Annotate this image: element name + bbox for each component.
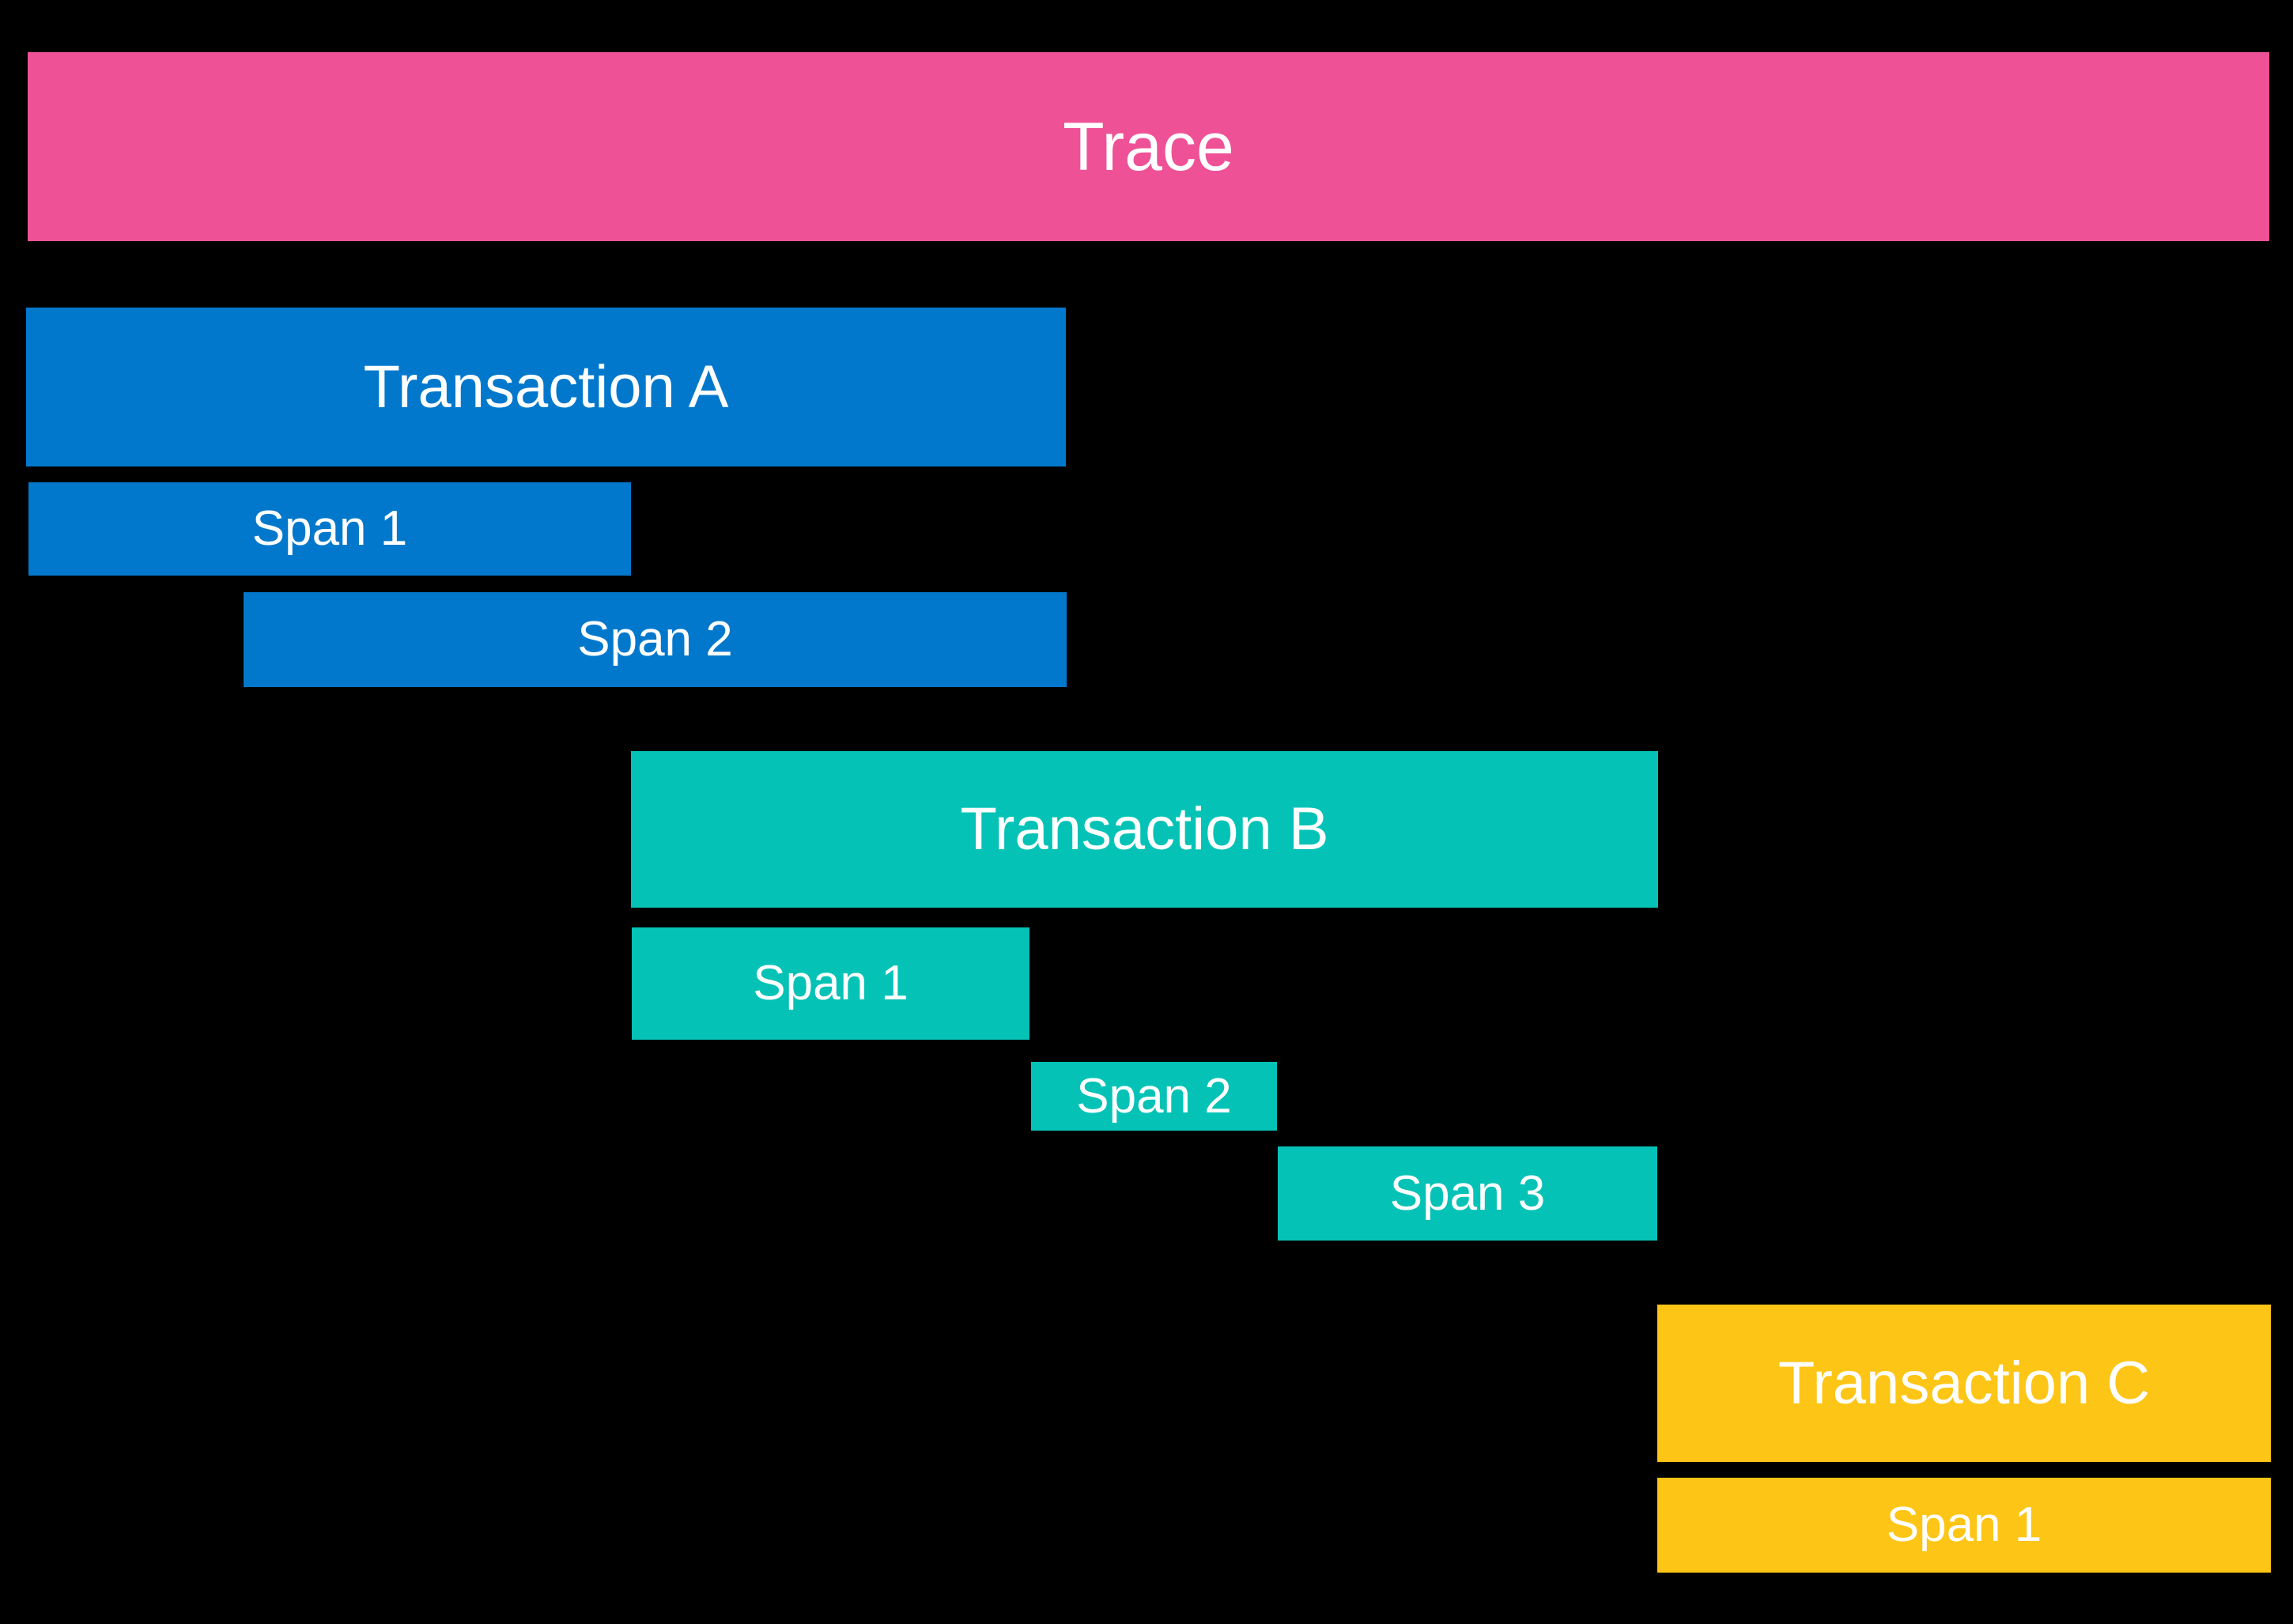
transaction-a-span-2-bar[interactable]: Span 2 (244, 592, 1067, 687)
transaction-a-span-2-label: Span 2 (577, 612, 733, 667)
trace-bar-label: Trace (1063, 108, 1234, 185)
transaction-b-span-1-label: Span 1 (753, 956, 909, 1010)
transaction-a-span-1-label: Span 1 (251, 501, 408, 556)
transaction-b-span-2-bar[interactable]: Span 2 (1031, 1062, 1277, 1131)
transaction-c-bar[interactable]: Transaction C (1657, 1305, 2271, 1462)
transaction-b-label: Transaction B (960, 795, 1329, 863)
transaction-b-bar[interactable]: Transaction B (631, 751, 1658, 908)
transaction-c-label: Transaction C (1777, 1349, 2151, 1417)
transaction-c-span-1-bar[interactable]: Span 1 (1657, 1478, 2271, 1573)
transaction-b-span-1-bar[interactable]: Span 1 (632, 927, 1029, 1040)
transaction-a-bar[interactable]: Transaction A (26, 308, 1066, 466)
transaction-b-span-3-label: Span 3 (1389, 1165, 1546, 1221)
transaction-c-span-1-label: Span 1 (1886, 1497, 2042, 1552)
transaction-b-span-2-label: Span 2 (1076, 1068, 1232, 1124)
trace-bar[interactable]: Trace (28, 52, 2269, 241)
transaction-a-span-1-bar[interactable]: Span 1 (28, 482, 631, 576)
transaction-b-span-3-bar[interactable]: Span 3 (1278, 1146, 1657, 1241)
transaction-a-label: Transaction A (363, 353, 729, 421)
